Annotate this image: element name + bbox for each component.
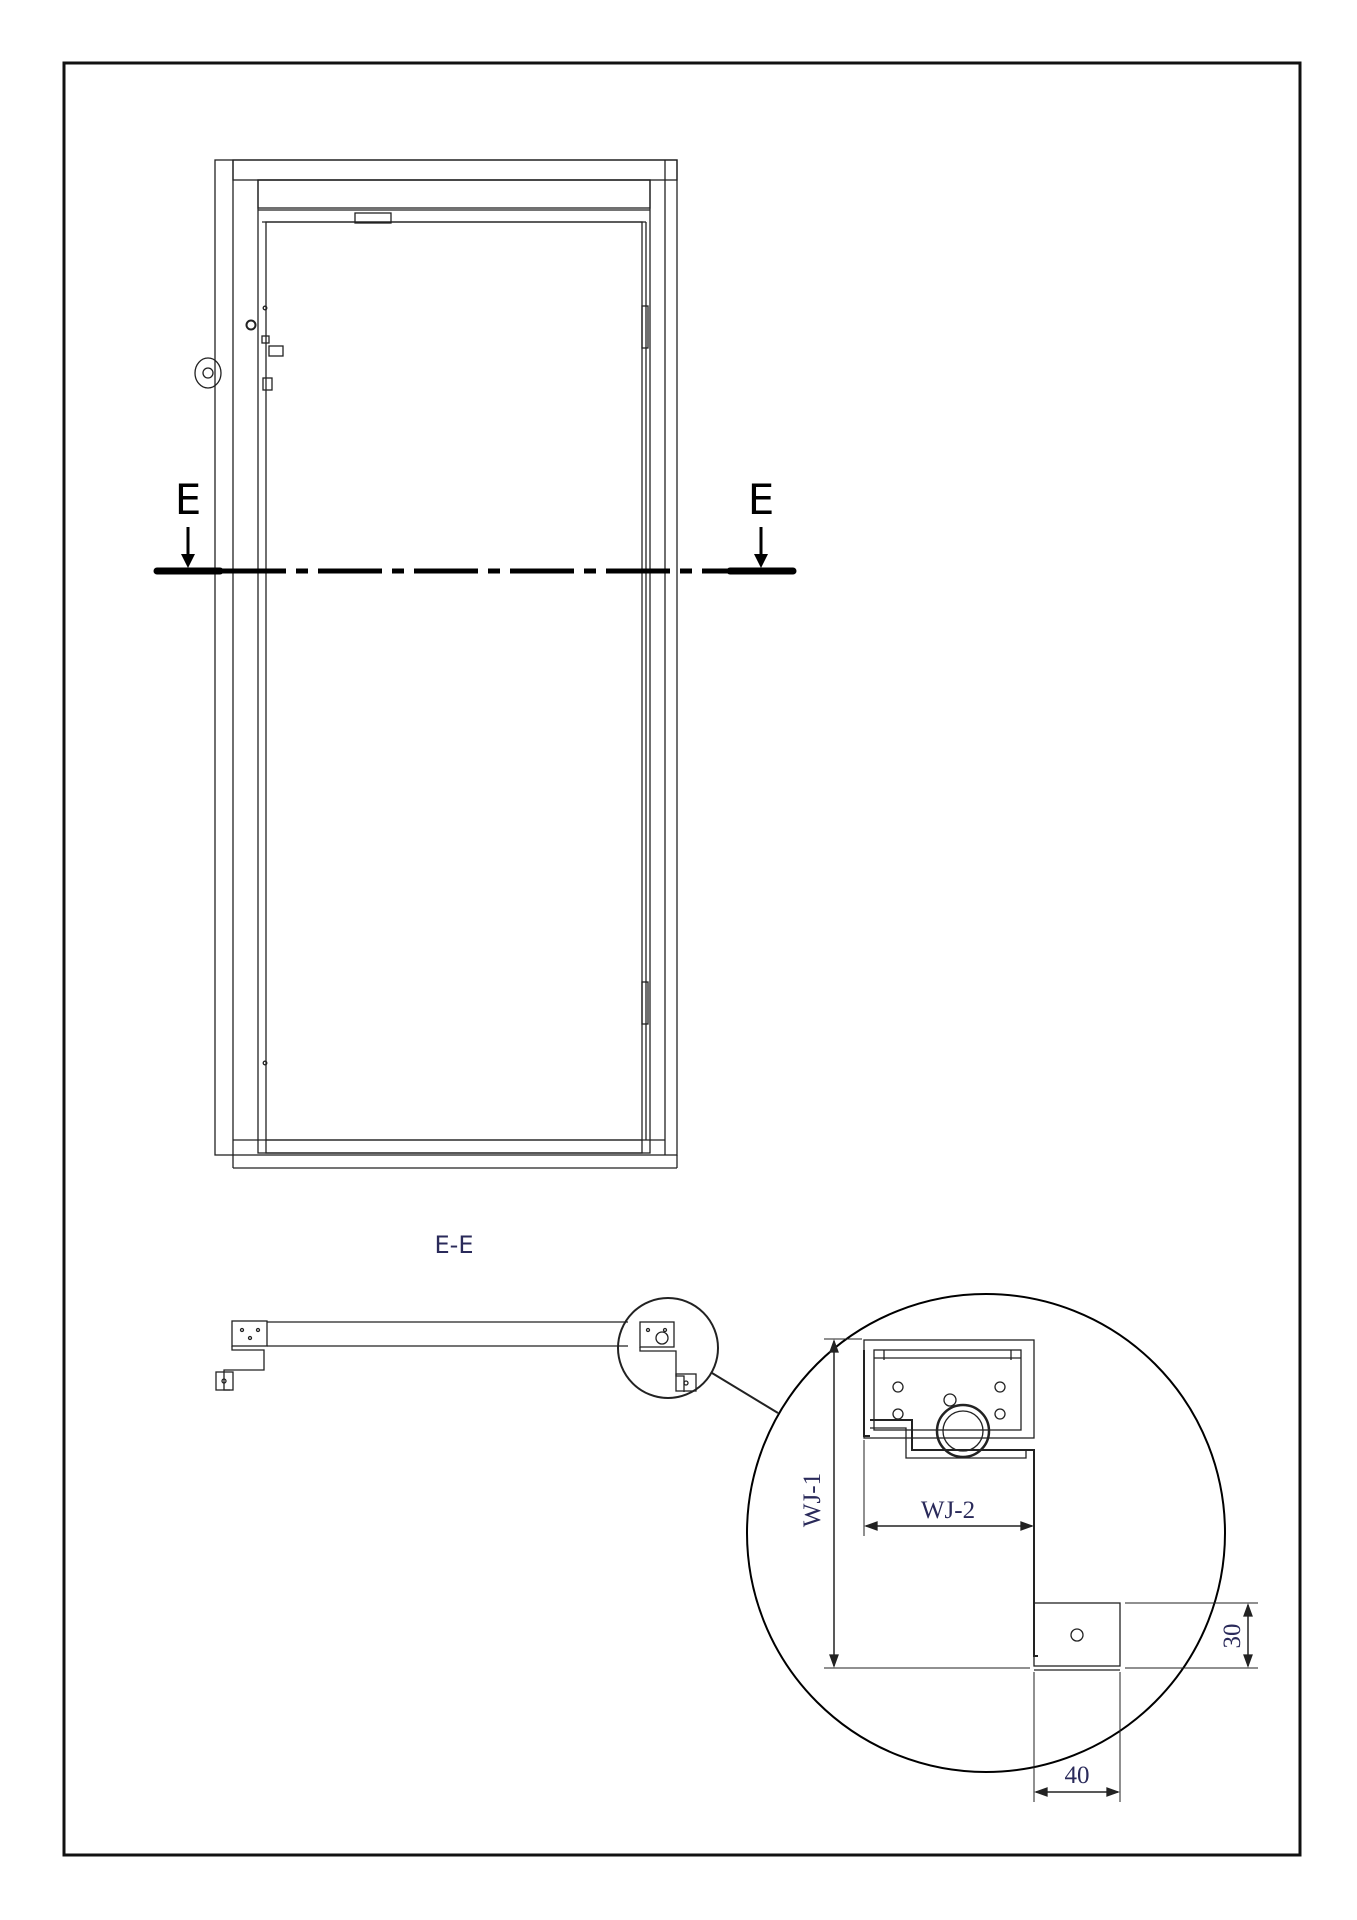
door-inner-frame	[257, 179, 651, 1154]
anchor-tab	[1033, 1602, 1121, 1667]
section-marker-right: E	[748, 475, 775, 524]
door-outer-frame	[214, 159, 678, 1156]
section-view	[215, 1297, 779, 1414]
detail-enlarged-circle	[746, 1293, 1226, 1773]
left-anchor-tab	[215, 1371, 234, 1391]
left-hinge-block	[231, 1320, 268, 1347]
door-handle	[268, 345, 284, 357]
right-anchor-tab	[675, 1373, 697, 1392]
dim-label-40: 40	[1065, 1762, 1090, 1789]
dim-label-wj1: WJ-1	[799, 1473, 826, 1527]
detail-leader	[711, 1372, 779, 1414]
dim-label-wj2: WJ-2	[921, 1497, 975, 1524]
hinge-lower	[641, 981, 649, 1025]
dim-label-30: 30	[1219, 1624, 1246, 1649]
latch-plate	[262, 377, 273, 391]
pivot-barrel	[935, 1403, 991, 1459]
door-elevation	[194, 159, 678, 1169]
door-stop	[194, 357, 222, 389]
section-title: E-E	[435, 1231, 474, 1259]
right-hinge-block	[639, 1321, 675, 1348]
door-closer-bracket	[354, 212, 392, 224]
lock-cylinder	[245, 319, 257, 331]
door-head-rail	[257, 179, 651, 209]
sheet-border	[62, 61, 1302, 1857]
hinge-upper	[641, 305, 649, 349]
hinge-block	[863, 1339, 1035, 1439]
detail-view	[746, 1293, 1258, 1802]
section-line	[153, 527, 797, 575]
door-leaf	[265, 221, 643, 1154]
section-marker-left: E	[175, 475, 202, 524]
detail-callout-circle	[617, 1297, 719, 1399]
